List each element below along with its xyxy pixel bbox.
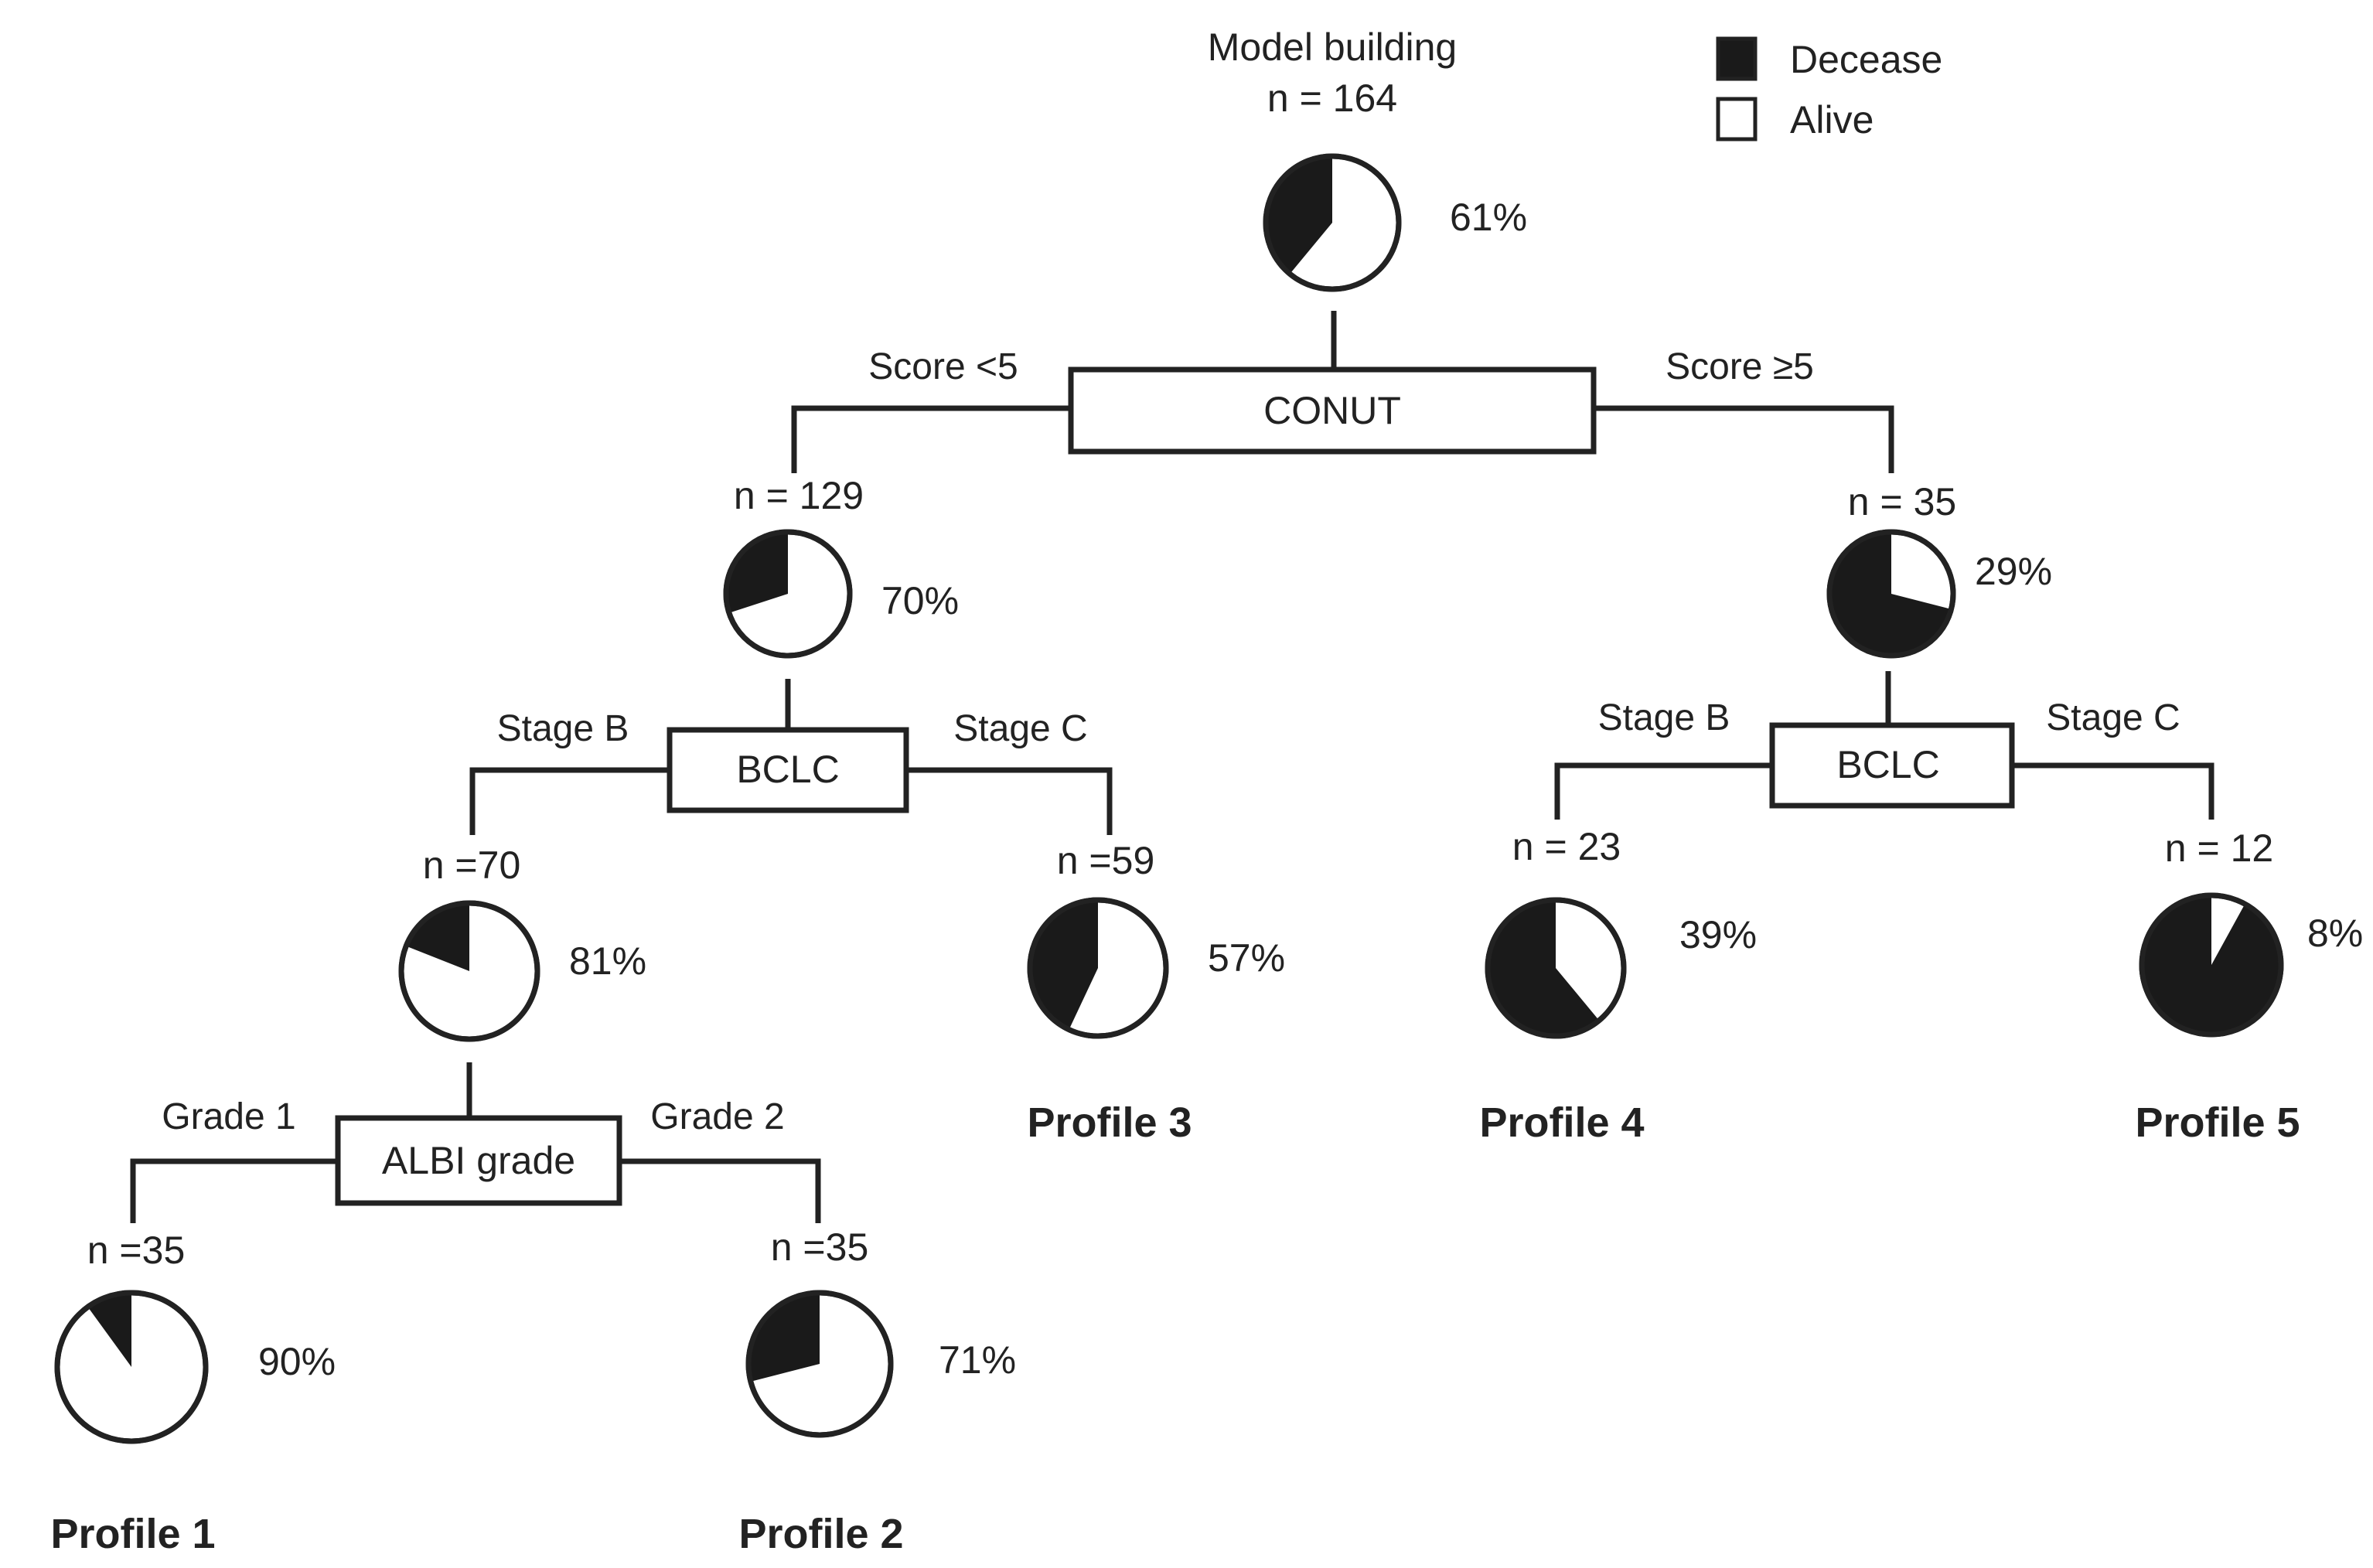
connector-conut-right — [1594, 405, 1894, 473]
split-albi-grade-2: Grade 2 — [650, 1096, 784, 1137]
tree-connectors — [130, 311, 2214, 1223]
split-bclc-right-stage-b: Stage B — [1598, 697, 1730, 738]
profile-1-label: Profile 1 — [50, 1511, 215, 1557]
n23-pct-label: 39% — [1679, 913, 1757, 956]
pie-n23-decease-slice — [1488, 900, 1600, 1036]
profile-5-label: Profile 5 — [2135, 1099, 2300, 1146]
pie-n35-grade2-decease-slice — [748, 1293, 820, 1382]
node-n12: n = 12 8% Profile 5 — [2135, 827, 2363, 1146]
pie-n70-decease-slice — [406, 903, 469, 971]
n35b-n-label: n =35 — [771, 1225, 869, 1269]
node-n35-grade1: n =35 90% Profile 1 — [50, 1229, 336, 1557]
node-n35-right: n = 35 29% — [1826, 480, 2052, 659]
connector-bclc-right-c — [2012, 762, 2214, 820]
split-bclc-left-label: BCLC — [736, 748, 839, 791]
connector-albi-g1 — [130, 1158, 338, 1223]
connector-albi-g2 — [619, 1158, 821, 1223]
pie-n35-grade1-decease-slice — [87, 1293, 131, 1367]
split-bclc-right-label: BCLC — [1836, 743, 1939, 786]
split-conut-right-condition: Score ≥5 — [1666, 346, 1814, 387]
legend-alive-label: Alive — [1790, 98, 1874, 141]
pie-n59-outline — [1027, 897, 1169, 1039]
n23-n-label: n = 23 — [1512, 825, 1621, 868]
legend-decease-label: Decease — [1790, 38, 1942, 81]
n35r-n-label: n = 35 — [1848, 480, 1956, 523]
legend-decease-swatch — [1716, 36, 1758, 81]
pie-n129-decease-slice — [726, 532, 788, 613]
legend: Decease Alive — [1716, 36, 1942, 141]
n35b-pct-label: 71% — [939, 1338, 1016, 1382]
pie-n12-decease-slice — [2141, 895, 2281, 1035]
profile-3-label: Profile 3 — [1027, 1099, 1192, 1146]
pie-n35-right-outline — [1826, 529, 1956, 659]
pie-n59-decease-slice — [1030, 900, 1098, 1030]
pie-n70 — [398, 900, 540, 1042]
n129-pct-label: 70% — [881, 579, 959, 622]
pie-n23-outline — [1485, 897, 1627, 1039]
node-n23: n = 23 39% Profile 4 — [1479, 825, 1757, 1146]
split-albi-grade-1: Grade 1 — [162, 1096, 295, 1137]
pie-n12 — [2139, 892, 2284, 1038]
n70-pct-label: 81% — [569, 939, 646, 983]
pie-n35-grade2-outline — [745, 1290, 894, 1438]
pie-n12-outline — [2139, 892, 2284, 1038]
profile-4-label: Profile 4 — [1479, 1099, 1644, 1146]
split-box-conut — [1068, 366, 1597, 455]
n35a-pct-label: 90% — [258, 1340, 336, 1383]
root-n-label: n = 164 — [1267, 77, 1397, 120]
n59-pct-label: 57% — [1208, 936, 1285, 980]
pie-n35-grade2 — [745, 1290, 894, 1438]
split-bclc-left: BCLC Stage B Stage C — [497, 708, 1088, 813]
split-conut: CONUT Score <5 Score ≥5 — [868, 346, 1814, 455]
split-bclc-right: BCLC Stage B Stage C — [1598, 697, 2180, 809]
n12-n-label: n = 12 — [2165, 827, 2273, 870]
n129-n-label: n = 129 — [734, 474, 864, 517]
n12-pct-label: 8% — [2307, 912, 2363, 955]
split-conut-left-condition: Score <5 — [868, 346, 1018, 387]
node-root: Model building n = 164 61% — [1208, 26, 1527, 292]
split-box-bclc-right — [1769, 722, 2015, 809]
connector-conut-left — [791, 405, 1071, 473]
pie-n35-right — [1826, 529, 1956, 659]
pie-root-outline — [1263, 153, 1402, 292]
pie-n129-outline — [723, 529, 853, 659]
pie-n35-grade1-outline — [54, 1290, 209, 1444]
connector-bclc-left-c — [906, 767, 1113, 835]
node-n59: n =59 57% Profile 3 — [1027, 839, 1285, 1146]
pie-n59 — [1027, 897, 1169, 1039]
pie-n35-right-decease-slice — [1829, 531, 1952, 656]
split-bclc-left-stage-b: Stage B — [497, 708, 629, 749]
node-n129: n = 129 70% — [723, 474, 959, 659]
split-box-albi — [335, 1115, 622, 1206]
legend-alive-swatch — [1716, 97, 1758, 141]
connector-bclc-left-b — [469, 767, 670, 835]
split-bclc-left-stage-c: Stage C — [953, 708, 1087, 749]
n35r-pct-label: 29% — [1975, 550, 2052, 593]
root-pct-label: 61% — [1450, 196, 1527, 239]
split-albi-label: ALBI grade — [382, 1139, 575, 1182]
split-box-bclc-left — [667, 727, 909, 813]
pie-n35-grade1 — [54, 1290, 209, 1444]
root-title: Model building — [1208, 26, 1457, 69]
split-conut-label: CONUT — [1263, 389, 1401, 432]
pie-n70-outline — [398, 900, 540, 1042]
split-bclc-right-stage-c: Stage C — [2046, 697, 2180, 738]
n59-n-label: n =59 — [1057, 839, 1155, 882]
pie-root-decease-slice — [1266, 156, 1332, 274]
node-n35-grade2: n =35 71% Profile 2 — [738, 1225, 1016, 1557]
pie-n23 — [1485, 897, 1627, 1039]
n35a-n-label: n =35 — [87, 1229, 186, 1272]
pie-n129 — [723, 529, 853, 659]
pie-root — [1263, 153, 1402, 292]
node-n70: n =70 81% — [398, 844, 646, 1042]
split-albi: ALBI grade Grade 1 Grade 2 — [162, 1096, 785, 1206]
profile-2-label: Profile 2 — [738, 1511, 903, 1557]
n70-n-label: n =70 — [423, 844, 521, 887]
connector-bclc-right-b — [1554, 762, 1772, 820]
